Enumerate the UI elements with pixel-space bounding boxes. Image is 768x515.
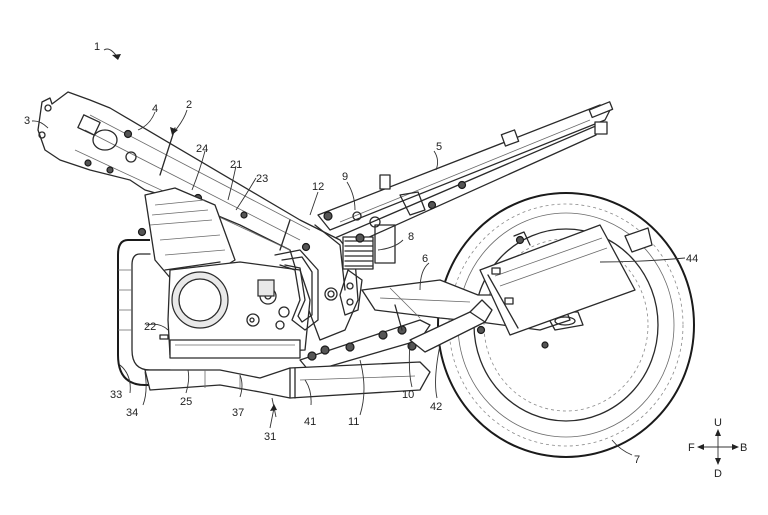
label-exhaust-system: 31 — [264, 431, 276, 443]
exhaust-system-arrow — [269, 407, 275, 429]
label-catalyst-37: 37 — [232, 407, 244, 419]
label-crankcase: 22 — [144, 321, 156, 333]
rear-shock — [339, 224, 396, 316]
body-frame-arrowhead — [170, 127, 178, 135]
arrow-back-icon — [732, 444, 739, 450]
label-exhaust-pipe-33: 33 — [110, 389, 122, 401]
direction-down: D — [714, 468, 722, 480]
label-chamber-41: 41 — [304, 416, 316, 428]
arrow-up-icon — [715, 429, 721, 436]
direction-indicator: U D F B — [688, 417, 747, 480]
label-link-10: 10 — [402, 389, 414, 401]
label-pivot-12: 12 — [312, 181, 324, 193]
label-rear-wheel: 7 — [634, 454, 640, 466]
direction-front: F — [688, 442, 695, 454]
label-vehicle: 1 — [94, 41, 100, 53]
label-link-11: 11 — [348, 416, 359, 428]
label-main-frame: 4 — [152, 103, 158, 115]
label-muffler: 44 — [686, 253, 698, 265]
arrow-front-icon — [697, 444, 704, 450]
label-exhaust-pipe-34: 34 — [126, 407, 138, 419]
label-cylinder: 23 — [256, 173, 268, 185]
label-body-frame: 2 — [186, 99, 192, 111]
direction-back: B — [740, 442, 747, 454]
direction-up: U — [714, 417, 722, 429]
label-swing-arm: 6 — [422, 253, 428, 265]
main-frame — [37, 91, 359, 341]
exhaust-system — [117, 239, 493, 399]
label-head-pipe: 3 — [24, 115, 30, 127]
muffler — [479, 224, 653, 336]
reference-labels: 1 2 3 4 5 6 7 8 9 10 11 12 21 22 23 24 2… — [24, 41, 698, 466]
vehicle-arrowhead — [112, 54, 121, 60]
arrow-down-icon — [715, 458, 721, 465]
label-connecting-pipe-42: 42 — [430, 401, 442, 413]
label-oil-pan: 25 — [180, 396, 192, 408]
exhaust-system-arrowhead — [270, 404, 277, 411]
label-rear-shock: 8 — [408, 231, 414, 243]
leader-lines — [31, 48, 686, 456]
label-link-9: 9 — [342, 171, 348, 183]
label-seat-rail: 5 — [436, 141, 442, 153]
seat-rail — [317, 101, 614, 249]
engine — [144, 187, 319, 359]
label-engine: 21 — [230, 159, 242, 171]
label-cylinder-head: 24 — [196, 143, 208, 155]
